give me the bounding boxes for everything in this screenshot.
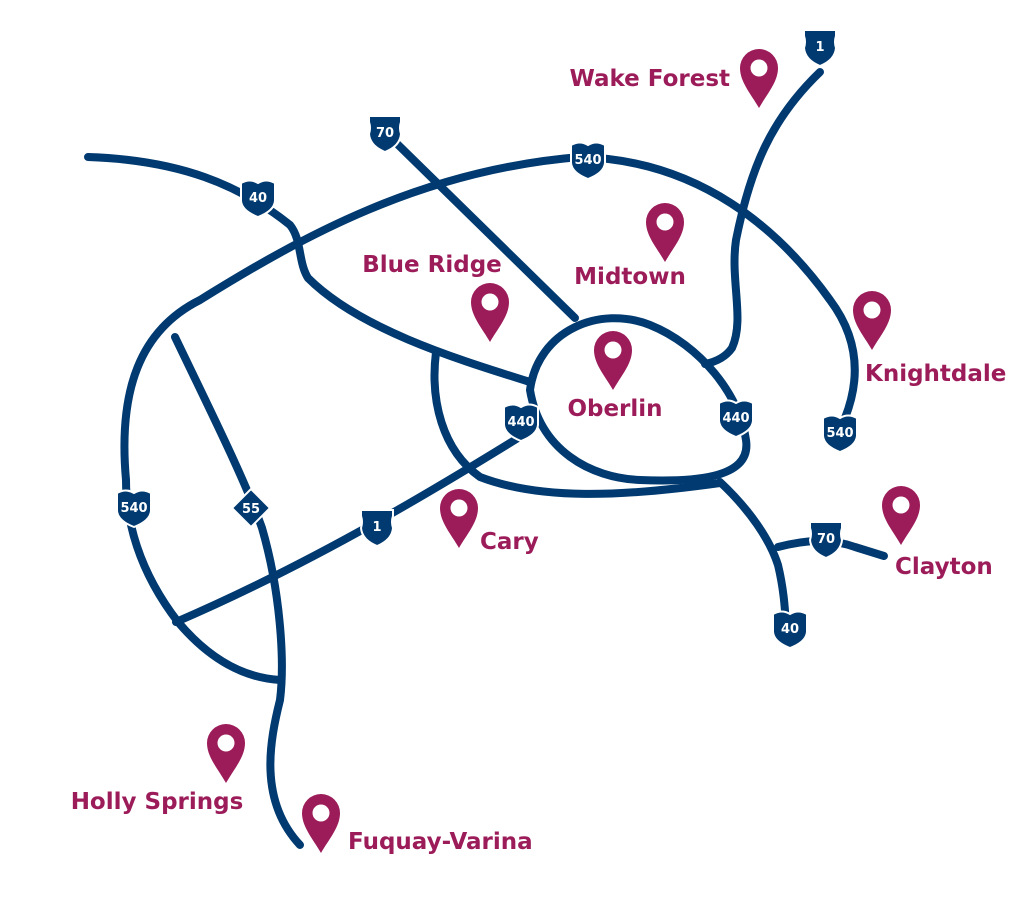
route-number: 1 [815,40,824,55]
route-number: 55 [242,502,260,517]
map-pin-icon[interactable] [440,489,478,548]
route-shield-us-1-south: 1 [360,509,394,547]
route-shields: 1 70 540 40 440 440 540 540 55 1 70 40 [116,29,858,649]
route-number: 440 [722,411,749,426]
route-shield-i-40-south: 40 [772,610,808,649]
road-beltline-south-link [430,348,724,498]
road-us1-north [701,68,824,368]
route-shield-i-440-east: 440 [718,399,754,438]
route-number: 40 [249,191,267,206]
location-fuquay-varina[interactable]: Fuquay-Varina [302,794,533,855]
location-holly-springs[interactable]: Holly Springs [71,724,245,815]
map-pin-icon[interactable] [207,724,245,783]
road-us70-northwest [381,128,579,322]
route-number: 540 [826,426,853,441]
route-number: 70 [376,126,394,141]
route-shield-nc-55: 55 [231,488,271,528]
location-label-holly-springs: Holly Springs [71,789,244,815]
route-number: 540 [120,501,147,516]
map-pin-icon[interactable] [882,486,920,545]
road-nc55 [171,333,304,849]
location-knightdale[interactable]: Knightdale [853,291,1006,387]
road-i40-east [716,478,790,629]
route-shield-i-440-west: 440 [503,403,539,442]
route-shield-i-40-west: 40 [240,179,276,218]
route-number: 440 [507,415,534,430]
route-number: 540 [574,153,601,168]
location-clayton[interactable]: Clayton [882,486,993,580]
route-number: 40 [781,622,799,637]
location-label-cary: Cary [480,529,539,555]
location-oberlin[interactable]: Oberlin [567,331,663,422]
route-shield-us-1-north: 1 [803,29,837,67]
road-i440-beltline [526,314,751,485]
map-pin-icon[interactable] [594,331,632,390]
road-i540-north [120,153,859,484]
map-pin-icon[interactable] [646,203,684,262]
location-label-fuquay-varina: Fuquay-Varina [348,829,533,855]
map-pin-icon[interactable] [853,291,891,350]
location-midtown[interactable]: Midtown [574,203,686,290]
route-shield-i-540-east: 540 [822,414,858,453]
route-shield-us-70-northwest: 70 [368,115,402,153]
location-label-blue-ridge: Blue Ridge [362,252,502,278]
route-shield-us-70-east: 70 [809,521,843,559]
location-label-clayton: Clayton [895,554,993,580]
location-blue-ridge[interactable]: Blue Ridge [362,252,509,342]
location-label-wake-forest: Wake Forest [569,66,730,92]
route-shield-i-540-west: 540 [116,489,152,528]
route-number: 1 [372,520,381,535]
location-label-midtown: Midtown [574,264,686,290]
location-cary[interactable]: Cary [440,489,539,555]
map-pin-icon[interactable] [302,794,340,853]
route-number: 70 [817,532,835,547]
map-pin-icon[interactable] [740,49,778,108]
route-shield-i-540-north: 540 [570,141,606,180]
map-pin-icon[interactable] [471,283,509,342]
location-label-oberlin: Oberlin [567,396,662,422]
road-network [84,68,888,849]
location-label-knightdale: Knightdale [865,361,1006,387]
location-wake-forest[interactable]: Wake Forest [569,49,778,108]
